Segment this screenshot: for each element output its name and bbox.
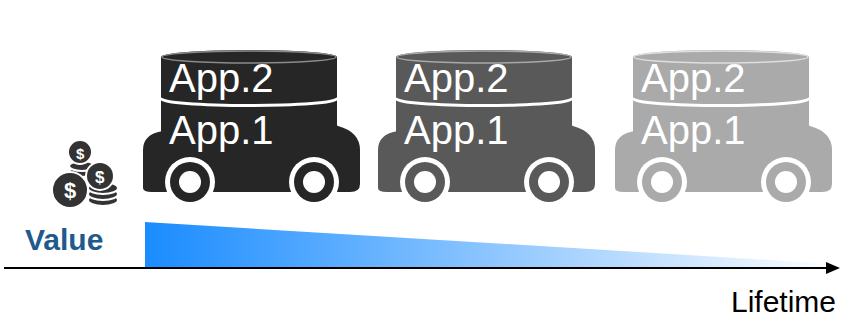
coin-symbol: $ xyxy=(76,146,84,161)
app-label: App.1 xyxy=(396,110,509,150)
cylinder-segment: App.2 xyxy=(396,50,572,104)
app-label: App.1 xyxy=(161,110,274,150)
cylinder-segment: App.1 xyxy=(161,100,337,152)
axis-label: Lifetime xyxy=(731,287,836,317)
cylinder-body xyxy=(161,50,337,104)
coin-symbol: $ xyxy=(64,180,76,202)
axis-label: Value xyxy=(25,225,103,255)
cylinder-segment: App.1 xyxy=(633,100,809,152)
coins-icon xyxy=(52,140,118,208)
coin-symbol: $ xyxy=(95,169,104,186)
app-label: App.2 xyxy=(396,58,509,98)
cylinder-body xyxy=(396,50,572,104)
cylinder-segment: App.2 xyxy=(161,50,337,104)
lifetime-axis xyxy=(4,262,840,274)
app-label: App.2 xyxy=(161,58,274,98)
cylinder-segment: App.2 xyxy=(633,50,809,104)
app-label: App.2 xyxy=(633,58,746,98)
cylinder-body xyxy=(396,100,572,152)
value-wedge xyxy=(145,222,835,268)
cylinder-body xyxy=(633,50,809,104)
app-label: App.1 xyxy=(633,110,746,150)
cylinder-body xyxy=(161,100,337,152)
cylinder-body xyxy=(633,100,809,152)
cylinder-segment: App.1 xyxy=(396,100,572,152)
